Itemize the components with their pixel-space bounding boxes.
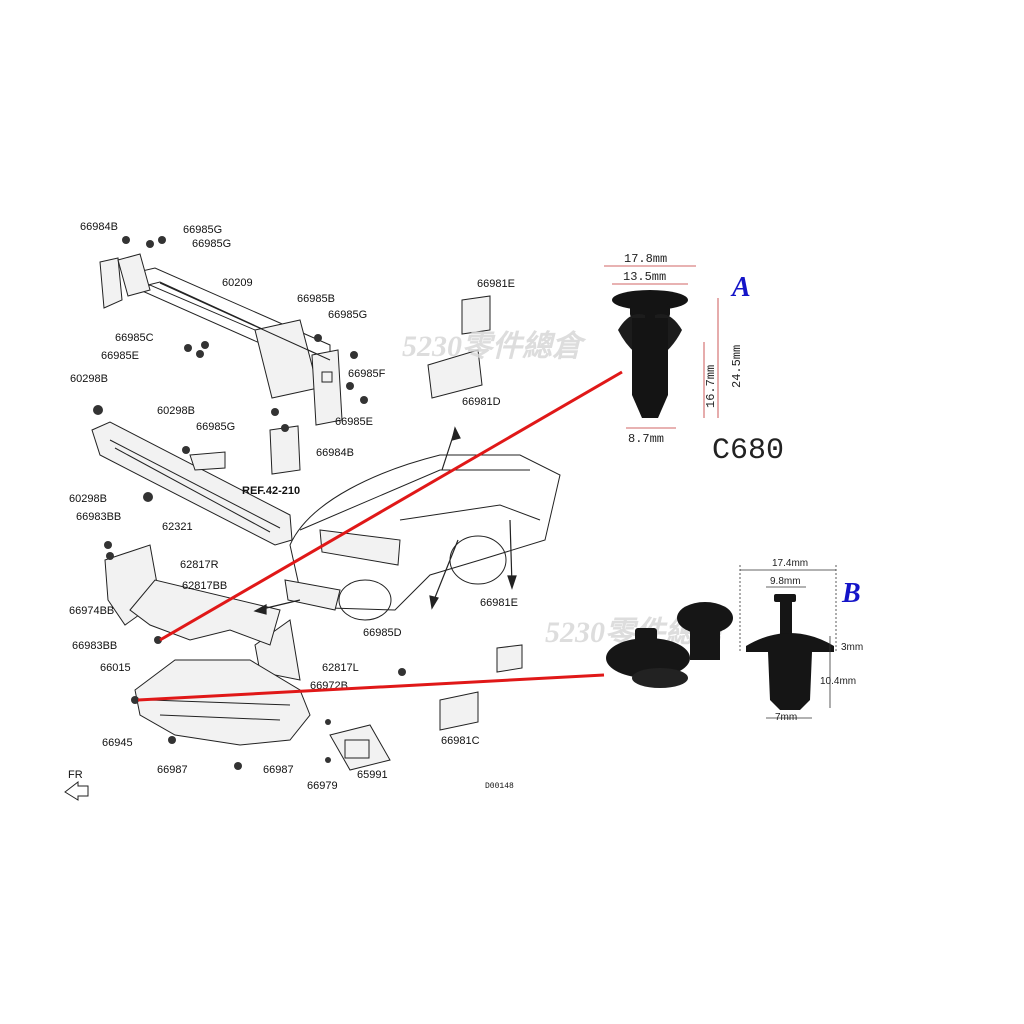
label-66981C: 66981C	[441, 735, 480, 747]
label-66981D: 66981D	[462, 396, 501, 408]
fastener-glyphs	[93, 236, 406, 770]
label-66985E: 66985E	[335, 416, 373, 428]
label-66979: 66979	[307, 780, 338, 792]
label-60209: 60209	[222, 277, 253, 289]
block-66981D	[427, 349, 483, 399]
clip-a-panel: 17.8mm 13.5mm 16.7mm 24.5mm 8.7mm C680 A	[604, 252, 784, 468]
label-66981E: 66981E	[480, 597, 518, 609]
label-66985G: 66985G	[192, 238, 231, 250]
clip-b-pin-diameter: 9.8mm	[770, 576, 801, 587]
label-62817BB: 62817BB	[182, 580, 227, 592]
label-66984B: 66984B	[80, 221, 118, 233]
label-66983BB: 66983BB	[76, 511, 121, 523]
clip-b-head-diameter: 17.4mm	[772, 558, 808, 569]
label-60298B: 60298B	[69, 493, 107, 505]
leader-arrows	[253, 426, 517, 615]
side-panel-left-drawing	[254, 619, 301, 681]
undercover-drawing	[134, 659, 311, 746]
label-66985B: 66985B	[297, 293, 335, 305]
exploded-parts-diagram	[64, 236, 561, 801]
clip-a-shank-length: 16.7mm	[704, 365, 718, 408]
label-62817L: 62817L	[322, 662, 359, 674]
clip-a-tag: A	[730, 272, 751, 303]
plate-drawing	[329, 724, 391, 771]
label-66015: 66015	[100, 662, 131, 674]
clip-a-flange-diameter: 13.5mm	[623, 270, 666, 284]
label-66985G: 66985G	[183, 224, 222, 236]
label-60298B: 60298B	[157, 405, 195, 417]
label-62321: 62321	[162, 521, 193, 533]
label-66984B: 66984B	[316, 447, 354, 459]
cross-member-drawing	[99, 253, 343, 475]
label-66985F: 66985F	[348, 368, 386, 380]
clip-b-dimension-lines	[739, 565, 837, 719]
clip-b-panel: 17.4mm 9.8mm 3mm 10.4mm 7mm B	[606, 558, 863, 723]
clip-a-shank-diameter: 8.7mm	[628, 432, 664, 446]
label-ref-42-210: REF.42-210	[242, 485, 300, 497]
label-66945: 66945	[102, 737, 133, 749]
clip-a-model-code: C680	[712, 434, 784, 468]
clip-b-side-view	[746, 594, 834, 710]
plate-inner	[344, 739, 370, 759]
label-66983BB: 66983BB	[72, 640, 117, 652]
label-66985D: 66985D	[363, 627, 402, 639]
label-66985C: 66985C	[115, 332, 154, 344]
pointer-line-b	[137, 673, 605, 702]
clip-a-image	[612, 290, 688, 418]
label-66985G: 66985G	[196, 421, 235, 433]
label-fr: FR	[68, 769, 83, 781]
label-66974BB: 66974BB	[69, 605, 114, 617]
front-direction-icon	[64, 780, 89, 801]
watermark-top: 5230零件總倉	[402, 330, 587, 363]
pointer-line-a	[159, 370, 623, 642]
clip-b-photo	[606, 602, 733, 688]
clip-b-shank-diameter: 7mm	[775, 712, 797, 723]
block-66981E-top	[461, 295, 491, 335]
clip-b-tag: B	[841, 578, 861, 609]
label-66981E: 66981E	[477, 278, 515, 290]
label-60298B: 60298B	[70, 373, 108, 385]
diagram-code: D00148	[485, 782, 514, 791]
label-65991: 65991	[357, 769, 388, 781]
clip-a-total-length: 24.5mm	[730, 345, 744, 388]
block-66981C	[439, 691, 479, 731]
clip-a-head-diameter: 17.8mm	[624, 252, 667, 266]
label-66987: 66987	[263, 764, 294, 776]
clip-a-dimension-lines	[604, 265, 719, 429]
label-66987: 66987	[157, 764, 188, 776]
block-66981E-bottom	[496, 644, 523, 673]
clip-b-head-height: 3mm	[841, 642, 863, 653]
bumper-reinforcement-drawing	[91, 421, 293, 546]
car-outline-drawing	[284, 454, 561, 621]
label-62817R: 62817R	[180, 559, 219, 571]
label-66985E: 66985E	[101, 350, 139, 362]
clip-b-shank-length: 10.4mm	[820, 676, 856, 687]
part-number-labels: 66984B 66985G 66985G 60209 66985B 66985G…	[68, 221, 518, 792]
label-66985G: 66985G	[328, 309, 367, 321]
